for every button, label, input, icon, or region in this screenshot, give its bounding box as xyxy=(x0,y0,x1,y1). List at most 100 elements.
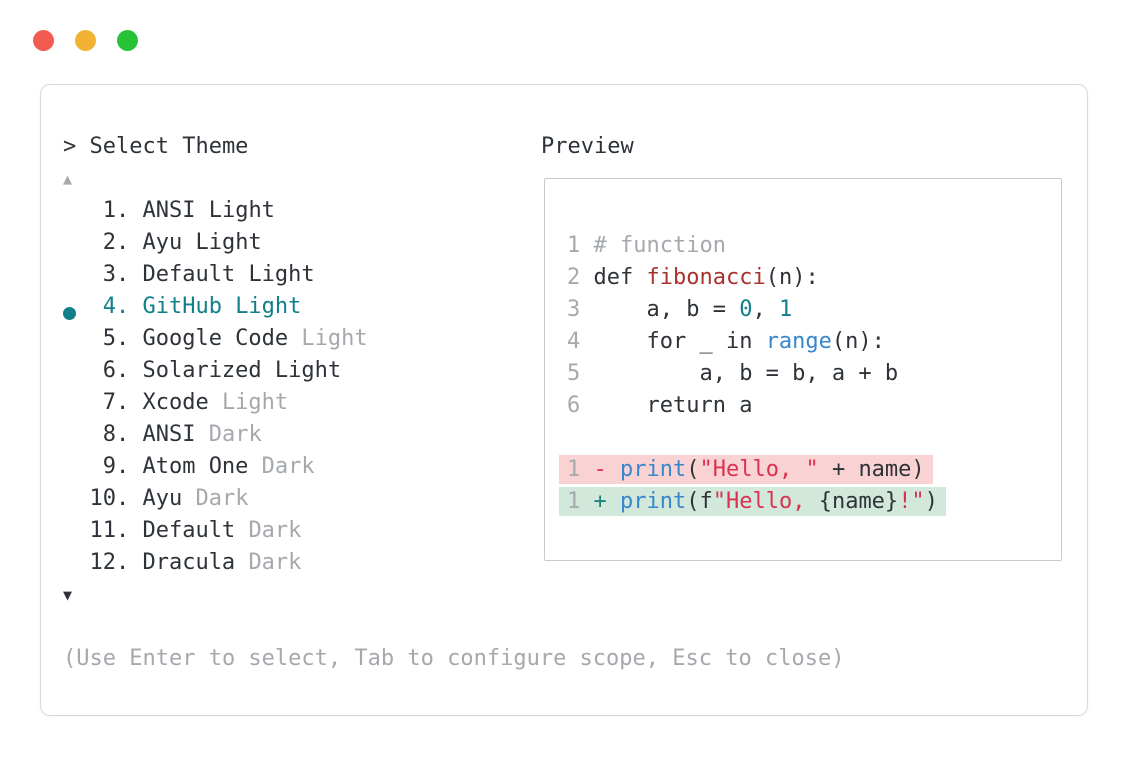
code-token: def xyxy=(593,265,647,290)
code-token: print xyxy=(620,489,687,514)
theme-list-item[interactable]: 4. GitHub Light xyxy=(63,291,844,323)
code-line: 2 def fibonacci(n): xyxy=(567,262,1061,294)
theme-item-name: Google Code xyxy=(129,326,302,351)
line-number: 5 xyxy=(567,361,594,386)
theme-item-number: 12. xyxy=(89,550,130,575)
theme-item-name: Default xyxy=(129,518,249,543)
keyboard-hint: (Use Enter to select, Tab to configure s… xyxy=(63,646,845,671)
theme-item-name: ANSI xyxy=(129,422,209,447)
code-token: "Hello, " xyxy=(699,457,819,482)
code-token: a, b = xyxy=(593,297,740,322)
theme-list-item[interactable]: 5. Google Code Light xyxy=(63,323,844,355)
code-token: (n): xyxy=(765,265,819,290)
theme-list-item[interactable]: 9. Atom One Dark xyxy=(63,451,844,483)
code-token: !" xyxy=(898,489,925,514)
code-line: 1 - print("Hello, " + name) xyxy=(559,454,1061,486)
theme-item-variant: Dark xyxy=(248,550,302,575)
code-line: 6 return a xyxy=(567,390,1061,422)
line-number: 4 xyxy=(567,329,594,354)
line-number: 2 xyxy=(567,265,594,290)
theme-item-number: 7. xyxy=(102,390,130,415)
minimize-button-icon[interactable] xyxy=(75,30,96,51)
code-token: a, b = b, a + b xyxy=(593,361,899,386)
code-line: 3 a, b = 0, 1 xyxy=(567,294,1061,326)
theme-item-name: Ayu xyxy=(129,486,196,511)
theme-item-name: Solarized xyxy=(129,358,275,383)
theme-list-item[interactable]: 12. Dracula Dark xyxy=(63,547,844,579)
theme-item-name: GitHub xyxy=(129,294,236,319)
theme-list-item[interactable]: 2. Ayu Light xyxy=(63,227,844,259)
code-line: 5 a, b = b, a + b xyxy=(567,358,1061,390)
theme-item-variant: Light xyxy=(301,326,368,351)
line-number: 1 xyxy=(567,233,594,258)
theme-list-item[interactable]: 7. Xcode Light xyxy=(63,387,844,419)
code-token: 1 xyxy=(778,297,793,322)
code-token: + xyxy=(593,489,620,514)
theme-item-variant: Light xyxy=(274,358,342,383)
theme-item-name: Ayu xyxy=(129,230,196,255)
line-number xyxy=(567,425,580,450)
code-line: 1 # function xyxy=(567,230,1061,262)
theme-item-variant: Dark xyxy=(248,518,302,543)
theme-item-name: Default xyxy=(129,262,249,287)
theme-item-name: Atom One xyxy=(129,454,262,479)
theme-item-number: 5. xyxy=(102,326,130,351)
zoom-button-icon[interactable] xyxy=(117,30,138,51)
code-line xyxy=(567,422,1061,454)
code-line: 1 + print(f"Hello, {name}!") xyxy=(559,486,1061,518)
theme-item-variant: Light xyxy=(235,294,302,319)
code-token: {name} xyxy=(818,489,899,514)
line-number: 3 xyxy=(567,297,594,322)
code-token: range xyxy=(765,329,832,354)
theme-item-name: ANSI xyxy=(129,198,209,223)
code-token: 0 xyxy=(739,297,753,322)
scroll-up-icon[interactable]: ▲ xyxy=(63,170,73,188)
theme-item-number: 3. xyxy=(102,262,130,287)
diff-removed-line: 1 - print("Hello, " + name) xyxy=(559,455,933,484)
theme-list-item[interactable]: 11. Default Dark xyxy=(63,515,844,547)
code-token: - xyxy=(593,457,620,482)
theme-item-variant: Light xyxy=(195,230,262,255)
code-token: ) xyxy=(924,489,938,514)
code-token: return a xyxy=(593,393,753,418)
theme-list-item[interactable]: 1. ANSI Light xyxy=(63,195,844,227)
theme-item-number: 2. xyxy=(102,230,130,255)
code-token: ( xyxy=(686,457,700,482)
theme-item-number: 6. xyxy=(102,358,130,383)
theme-item-variant: Dark xyxy=(195,486,249,511)
theme-item-number: 10. xyxy=(89,486,130,511)
code-token: fibonacci xyxy=(646,265,766,290)
theme-item-number: 8. xyxy=(102,422,130,447)
theme-item-number: 4. xyxy=(102,294,130,319)
theme-item-variant: Light xyxy=(221,390,289,415)
code-token: # function xyxy=(593,233,726,258)
code-token: "Hello, xyxy=(712,489,819,514)
code-token: + name) xyxy=(818,457,925,482)
code-line: 4 for _ in range(n): xyxy=(567,326,1061,358)
code-token: (n): xyxy=(831,329,885,354)
theme-item-number: 11. xyxy=(89,518,130,543)
window-controls xyxy=(33,30,138,51)
line-number: 1 xyxy=(567,457,594,482)
theme-list-item[interactable]: 8. ANSI Dark xyxy=(63,419,844,451)
prompt-line: > Select Theme xyxy=(63,134,249,159)
theme-list-item[interactable]: 3. Default Light xyxy=(63,259,844,291)
theme-list-item[interactable]: 6. Solarized Light xyxy=(63,355,844,387)
theme-item-number: 1. xyxy=(102,198,130,223)
diff-added-line: 1 + print(f"Hello, {name}!") xyxy=(559,487,946,516)
close-button-icon[interactable] xyxy=(33,30,54,51)
code-token: print xyxy=(620,457,687,482)
code-token: , xyxy=(752,297,779,322)
theme-list-item[interactable]: 10. Ayu Dark xyxy=(63,483,844,515)
code-token: for _ in xyxy=(593,329,766,354)
preview-title: Preview xyxy=(541,134,634,159)
theme-item-variant: Dark xyxy=(261,454,315,479)
theme-item-number: 9. xyxy=(102,454,130,479)
code-token: (f xyxy=(686,489,713,514)
scroll-down-icon[interactable]: ▼ xyxy=(63,586,73,604)
